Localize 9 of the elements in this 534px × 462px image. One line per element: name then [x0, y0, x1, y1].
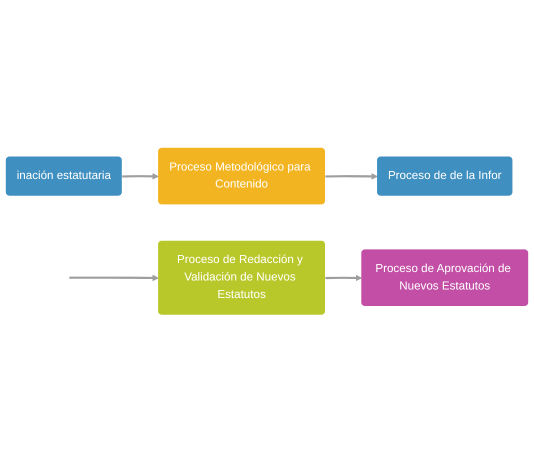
- arrow: [69, 274, 159, 281]
- node-box: Proceso Metodológico para Contenido: [158, 148, 325, 204]
- node-box: inación estatutaria: [6, 156, 122, 196]
- node-box: Proceso de de la Infor: [377, 156, 512, 196]
- node-box: Proceso de Aprovación de Nuevos Estatutos: [361, 249, 528, 306]
- node-box: Proceso de Redacción y Validación de Nuevos Estatutos: [158, 240, 325, 314]
- arrow: [325, 274, 362, 281]
- arrow: [325, 172, 378, 180]
- arrow: [122, 172, 159, 180]
